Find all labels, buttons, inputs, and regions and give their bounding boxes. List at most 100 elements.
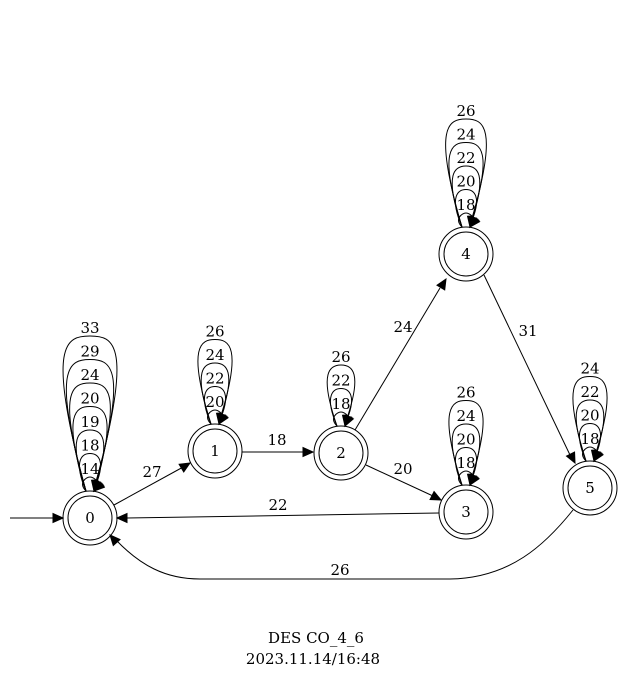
state-0: 0 [62, 490, 118, 546]
state-label-3: 3 [461, 503, 471, 521]
state-5: 5 [562, 460, 618, 516]
self-loop-label-3-20: 20 [456, 431, 475, 449]
self-loop-label-3-18: 18 [456, 454, 475, 472]
self-loop-arrowhead-5-24 [593, 449, 604, 463]
self-loop-label-0-24: 24 [80, 366, 99, 384]
self-loop-arrowhead-3-26 [469, 473, 480, 487]
initial-state-arrow [10, 512, 65, 524]
transition-line-0-1 [113, 465, 186, 506]
transition-arrowhead-1-2 [302, 446, 315, 458]
self-loop-arrowhead-0-33 [93, 479, 106, 492]
self-loop-label-1-22: 22 [205, 370, 224, 388]
self-loop-group-4: 18 20 22 24 26 [445, 102, 487, 229]
self-loop-label-4-22: 22 [456, 149, 475, 167]
state-label-0: 0 [85, 509, 95, 527]
self-loops: 1418192024293320222426182226182024261820… [62, 102, 608, 493]
state-label-5: 5 [585, 479, 595, 497]
self-loop-label-1-24: 24 [205, 346, 224, 364]
self-loop-label-0-18: 18 [80, 437, 99, 455]
transition-4-to-5: 31 [483, 274, 576, 465]
state-inner-ring [443, 231, 489, 277]
state-outer-ring [438, 484, 494, 540]
transition-label-2-4: 24 [393, 318, 412, 336]
self-loop-label-0-19: 19 [80, 413, 99, 431]
self-loop-label-0-33: 33 [80, 319, 99, 337]
self-loop-label-2-22: 22 [331, 372, 350, 390]
self-loop-group-0: 14 18 19 20 24 29 33 [62, 319, 118, 493]
transition-0-to-1: 27 [113, 462, 192, 506]
self-loop-label-2-26: 26 [331, 348, 350, 366]
diagram-title: DES CO_4_6 [268, 629, 364, 647]
self-loop-0-24 [69, 382, 111, 492]
self-loop-label-5-18: 18 [580, 430, 599, 448]
self-loop-1-26 [197, 338, 233, 425]
transition-arrowhead-5-0 [109, 534, 121, 547]
state-inner-ring [192, 428, 238, 474]
self-loop-label-0-14: 14 [80, 460, 99, 478]
state-inner-ring [443, 489, 489, 535]
state-inner-ring [318, 430, 364, 476]
transition-2-to-3: 20 [365, 460, 443, 501]
transition-label-2-3: 20 [393, 460, 412, 478]
transition-line-3-0 [125, 512, 440, 519]
transition-label-5-0: 26 [330, 561, 349, 579]
diagram-timestamp: 2023.11.14/16:48 [246, 650, 380, 668]
self-loop-3-26 [448, 399, 484, 486]
self-loop-group-5: 18 20 22 24 [572, 360, 608, 463]
self-loop-arrowhead-4-26 [469, 215, 481, 228]
transition-5-to-0: 26 [109, 509, 574, 580]
transition-2-to-4: 24 [354, 277, 447, 431]
caption: DES CO_4_6 2023.11.14/16:48 [246, 629, 380, 668]
self-loop-label-4-24: 24 [456, 126, 475, 144]
state-inner-ring [567, 465, 613, 511]
self-loop-0-20 [72, 405, 108, 492]
state-outer-ring [562, 460, 618, 516]
state-label-4: 4 [461, 245, 471, 263]
self-loop-arrowhead-1-26 [218, 412, 229, 426]
transition-3-to-0: 22 [115, 496, 440, 524]
transition-1-to-2: 18 [242, 431, 315, 458]
self-loop-0-29 [65, 358, 115, 492]
transition-arrowhead-3-0 [115, 512, 128, 524]
state-outer-ring [313, 425, 369, 481]
self-loop-0-33 [62, 335, 118, 492]
self-loop-label-4-20: 20 [456, 173, 475, 191]
self-loop-label-5-20: 20 [580, 407, 599, 425]
self-loop-label-5-24: 24 [580, 360, 599, 378]
transition-arrowhead-0-1 [178, 462, 192, 473]
self-loop-5-24 [572, 375, 608, 462]
self-loop-label-1-20: 20 [205, 393, 224, 411]
state-outer-ring [62, 490, 118, 546]
state-inner-ring [67, 495, 113, 541]
state-outer-ring [187, 423, 243, 479]
transition-arrowhead-2-3 [429, 490, 443, 501]
transition-arrowhead-2-4 [436, 277, 447, 291]
initial-arrowhead [52, 512, 65, 524]
self-loop-arrowhead-2-26 [344, 414, 355, 428]
self-loop-label-5-22: 22 [580, 383, 599, 401]
state-1: 1 [187, 423, 243, 479]
self-loop-label-3-24: 24 [456, 407, 475, 425]
self-loop-label-4-26: 26 [456, 102, 475, 120]
transition-line-2-3 [365, 464, 434, 497]
self-loop-label-2-18: 18 [331, 395, 350, 413]
self-loop-group-2: 18 22 26 [326, 348, 356, 428]
states: 0 1 2 3 4 5 [62, 226, 618, 546]
transition-label-4-5: 31 [518, 322, 537, 340]
state-label-1: 1 [210, 442, 220, 460]
transition-label-1-2: 18 [267, 431, 286, 449]
self-loop-label-0-29: 29 [80, 343, 99, 361]
state-4: 4 [438, 226, 494, 282]
self-loop-label-0-20: 20 [80, 390, 99, 408]
transition-line-4-5 [483, 274, 571, 456]
state-2: 2 [313, 425, 369, 481]
state-3: 3 [438, 484, 494, 540]
transition-arrowhead-4-5 [565, 451, 576, 465]
transition-line-5-0 [115, 509, 574, 580]
self-loop-2-26 [326, 364, 356, 427]
transition-line-2-4 [354, 287, 441, 431]
self-loop-label-4-18: 18 [456, 196, 475, 214]
